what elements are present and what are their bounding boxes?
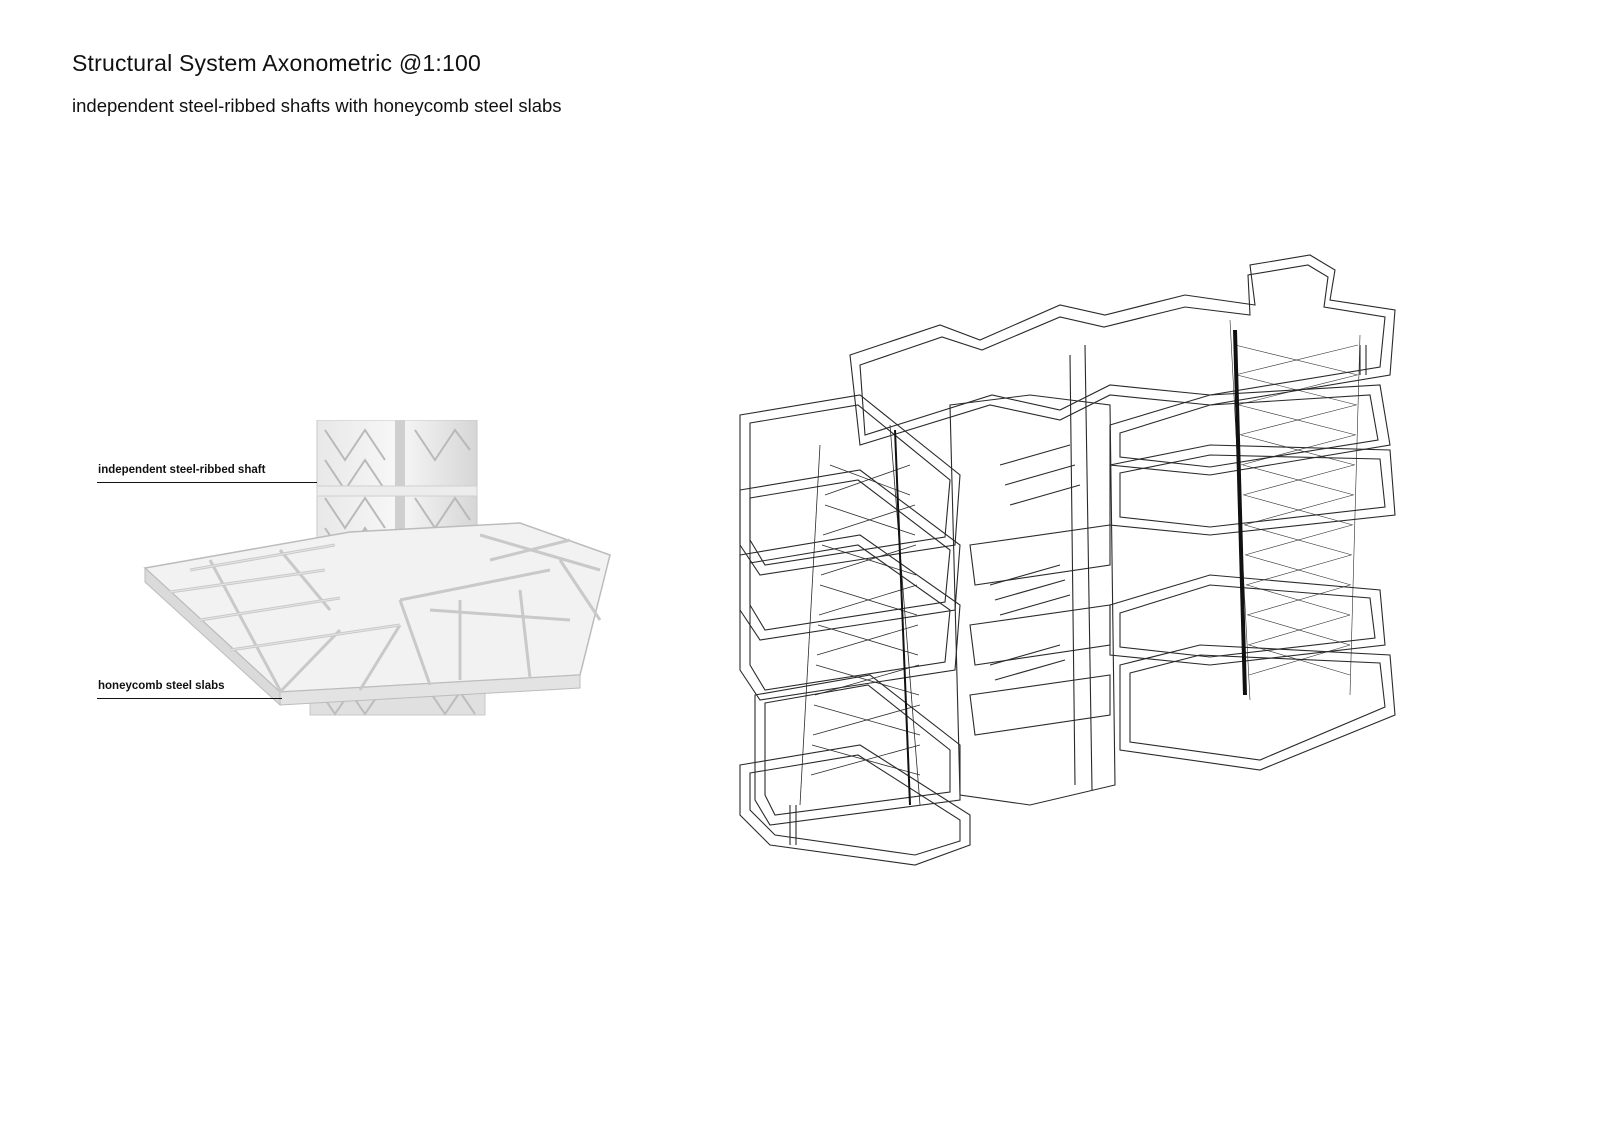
left-shaft-lattice bbox=[799, 424, 921, 806]
honeycomb-steel-slab bbox=[143, 522, 611, 707]
page-subtitle: independent steel-ribbed shafts with hon… bbox=[72, 95, 562, 116]
shaft-slab-detail-render bbox=[143, 420, 611, 716]
right-shaft-lattice bbox=[1229, 319, 1361, 701]
callout-slab-label: honeycomb steel slabs bbox=[98, 680, 225, 692]
callout-shaft-leader bbox=[97, 482, 317, 483]
roof-slab-outline bbox=[849, 254, 1396, 446]
callout-shaft-label: independent steel-ribbed shaft bbox=[98, 464, 266, 476]
left-tower-slabs bbox=[739, 394, 971, 866]
columns bbox=[789, 345, 1367, 845]
callout-slab-leader bbox=[97, 698, 282, 699]
structural-axonometric-drawing bbox=[739, 254, 1396, 866]
right-shaft-dark-rib bbox=[1233, 329, 1247, 696]
left-shaft-dark-rib bbox=[894, 429, 911, 806]
page-title: Structural System Axonometric @1:100 bbox=[72, 50, 481, 76]
right-tower-slabs bbox=[1109, 384, 1396, 771]
